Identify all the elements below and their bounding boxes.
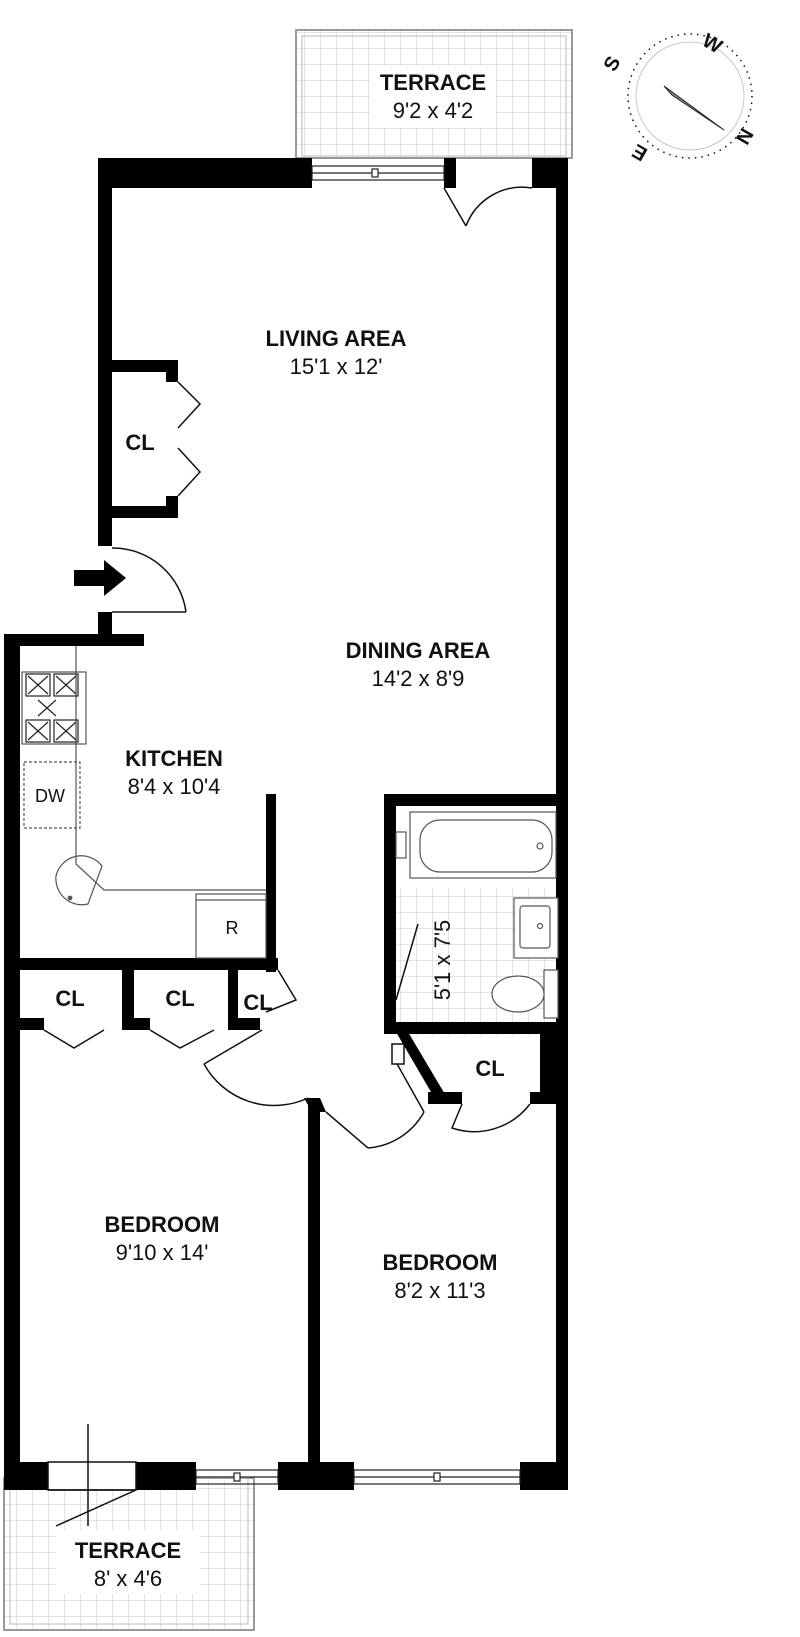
bedroom-left-dims: 9'10 x 14' — [116, 1240, 209, 1265]
kitchen-dims: 8'4 x 10'4 — [128, 774, 221, 799]
terrace-top — [295, 29, 573, 159]
right-closet-label: CL — [475, 1056, 504, 1081]
terrace-bottom-dims: 8' x 4'6 — [94, 1566, 162, 1591]
terrace-top-dims: 9'2 x 4'2 — [393, 98, 474, 123]
bedroom-closet-1-label: CL — [55, 986, 84, 1011]
bedroom-right-name: BEDROOM — [383, 1250, 498, 1275]
living-name: LIVING AREA — [266, 326, 407, 351]
small-closet-label: CL — [243, 990, 272, 1015]
compass-e: E — [629, 139, 652, 165]
bedroom-closet-2-label: CL — [165, 986, 194, 1011]
walls — [4, 158, 568, 1490]
entry-arrow-icon — [74, 560, 126, 596]
living-dims: 15'1 x 12' — [290, 354, 383, 379]
bedroom-left-name: BEDROOM — [105, 1212, 220, 1237]
compass-s: S — [600, 53, 626, 76]
dishwasher-icon — [23, 761, 81, 829]
refrigerator-label: R — [226, 918, 239, 938]
windows — [195, 165, 521, 1485]
bath-dims: 5'1 x 7'5 — [430, 920, 455, 1001]
living-closet-label: CL — [125, 430, 154, 455]
stove-icon — [25, 673, 79, 743]
terrace-top-name: TERRACE — [380, 70, 486, 95]
sink-icon — [55, 855, 103, 906]
dining-dims: 14'2 x 8'9 — [372, 666, 465, 691]
kitchen-fixtures — [21, 646, 267, 959]
refrigerator-icon — [195, 893, 267, 959]
terrace-bottom-name: TERRACE — [75, 1538, 181, 1563]
bath-fixtures — [395, 811, 559, 1019]
room-labels: TERRACE 9'2 x 4'2 LIVING AREA 15'1 x 12'… — [35, 70, 505, 1591]
dining-name: DINING AREA — [346, 638, 491, 663]
doors — [43, 186, 533, 1527]
compass-w: W — [698, 30, 725, 59]
bedroom-right-dims: 8'2 x 11'3 — [394, 1278, 485, 1303]
compass: S W N E — [600, 30, 757, 165]
toilet-icon — [543, 969, 559, 1019]
compass-n: N — [731, 124, 757, 148]
compass-needle — [663, 85, 725, 131]
dishwasher-label: DW — [35, 786, 65, 806]
kitchen-name: KITCHEN — [125, 746, 223, 771]
